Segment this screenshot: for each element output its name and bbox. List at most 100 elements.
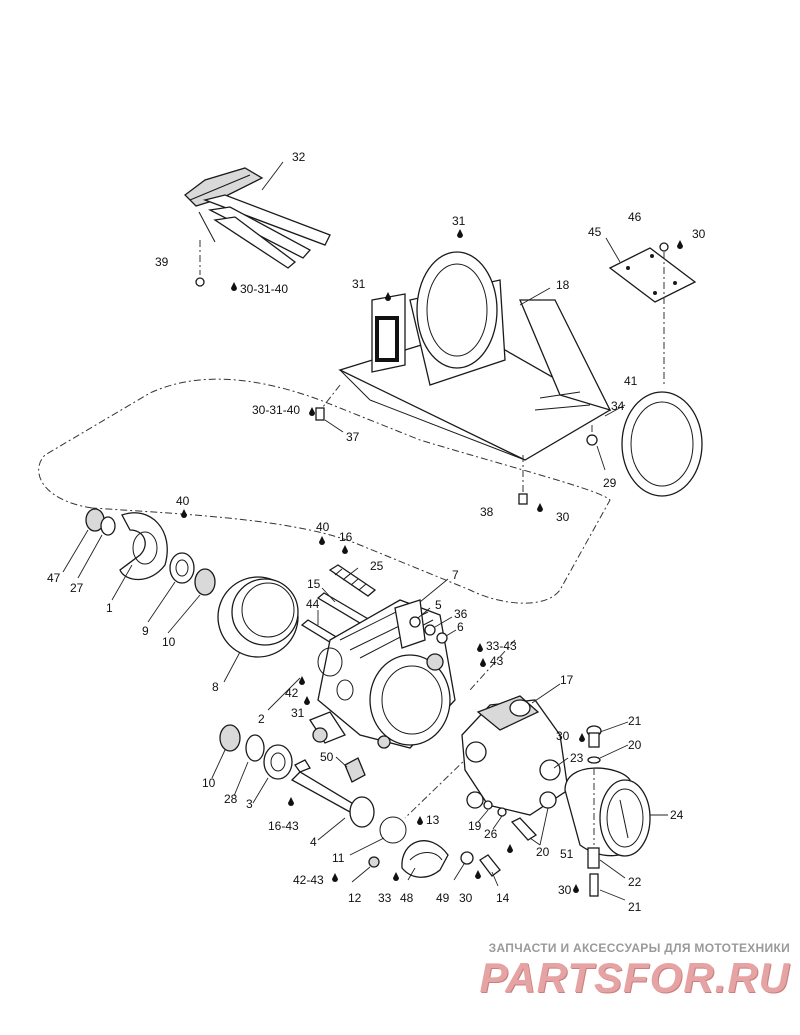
callout-32: 32 (292, 150, 306, 164)
callout-26: 26 (484, 827, 498, 841)
drop-icon (288, 797, 294, 806)
part-38-bolt (518, 493, 528, 505)
callout-33-43: 33-43 (486, 639, 517, 653)
drop-icon (507, 844, 513, 853)
part-10-needle-bearing-lower (219, 724, 241, 752)
callout-23: 23 (570, 751, 584, 765)
callout-30: 30 (556, 510, 570, 524)
callout-17: 17 (560, 673, 574, 687)
callout-42-43: 42-43 (293, 873, 324, 887)
part-28-spacer (245, 734, 265, 762)
drop-icon (304, 696, 310, 705)
drop-icon (573, 884, 579, 893)
part-48-cap (401, 840, 449, 878)
part-1-impeller-cover (119, 512, 168, 581)
part-9-bearing (169, 552, 195, 584)
callout-51: 51 (560, 847, 574, 861)
drop-icon (385, 292, 391, 301)
callout-30-31-40: 30-31-40 (252, 403, 300, 417)
part-49-washer (460, 851, 474, 865)
callout-45: 45 (588, 225, 602, 239)
part-21-bolt-lower (589, 873, 599, 897)
callout-13: 13 (426, 813, 440, 827)
callout-24: 24 (670, 808, 684, 822)
part-39-screw (195, 277, 205, 287)
drop-icon (309, 407, 315, 416)
callout-22: 22 (628, 875, 642, 889)
callout-3: 3 (246, 797, 253, 811)
callout-43: 43 (490, 654, 504, 668)
callout-30-31-40: 30-31-40 (240, 282, 288, 296)
callout-1: 1 (106, 601, 113, 615)
callout-33: 33 (378, 891, 392, 905)
part-37-bolt (315, 407, 325, 421)
callout-36: 36 (454, 607, 468, 621)
drop-icon (475, 870, 481, 879)
callout-30: 30 (692, 227, 706, 241)
part-20-bolt (510, 817, 538, 841)
callout-40: 40 (176, 494, 190, 508)
callout-16: 16 (339, 530, 353, 544)
sealant-drop-markers (181, 229, 683, 893)
callout-49: 49 (436, 891, 450, 905)
callout-44: 44 (306, 597, 320, 611)
callout-8: 8 (212, 680, 219, 694)
callout-42: 42 (285, 686, 299, 700)
callout-40: 40 (316, 520, 330, 534)
part-27-ring (100, 516, 116, 536)
drop-icon (457, 229, 463, 238)
callout-30: 30 (459, 891, 473, 905)
callout-18: 18 (556, 278, 570, 292)
callout-6: 6 (457, 620, 464, 634)
callout-27: 27 (70, 581, 84, 595)
callout-31: 31 (352, 277, 366, 291)
callout-10: 10 (162, 635, 176, 649)
drop-icon (181, 509, 187, 518)
part-46-screw (659, 242, 669, 252)
callout-14: 14 (496, 891, 510, 905)
callout-20: 20 (628, 738, 642, 752)
callout-46: 46 (628, 210, 642, 224)
callout-25: 25 (370, 559, 384, 573)
drop-icon (332, 873, 338, 882)
callout-48: 48 (400, 891, 414, 905)
drop-icon (480, 658, 486, 667)
callout-34: 34 (611, 399, 625, 413)
drop-icon (477, 643, 483, 652)
drop-icon (231, 282, 237, 291)
callout-29: 29 (603, 476, 617, 490)
part-26-washer (497, 807, 507, 817)
part-50-nut (344, 757, 366, 783)
part-45-plate (608, 247, 697, 303)
part-31-seal-ring-upper (416, 251, 498, 369)
callout-37: 37 (346, 430, 360, 444)
callout-7: 7 (452, 568, 459, 582)
callout-41: 41 (624, 374, 638, 388)
watermark-tagline: ЗАПЧАСТИ И АКСЕССУАРЫ ДЛЯ МОТОТЕХНИКИ (488, 941, 790, 955)
watermark-logo: PARTSFOR.RU (479, 954, 790, 1001)
drop-icon (537, 503, 543, 512)
part-10-needle-bearing (194, 568, 216, 596)
drop-icon (299, 676, 305, 685)
callout-20: 20 (536, 845, 550, 859)
callout-28: 28 (224, 792, 238, 806)
part-8-wear-ring (217, 576, 299, 658)
part-21-bolt-upper (588, 732, 600, 748)
callout-4: 4 (310, 835, 317, 849)
part-36-washer (424, 624, 436, 636)
callout-21: 21 (628, 714, 642, 728)
callout-10: 10 (202, 776, 216, 790)
pump-housing (309, 599, 456, 749)
part-22-sleeve (587, 847, 600, 869)
callout-31: 31 (291, 706, 305, 720)
callout-19: 19 (468, 819, 482, 833)
callout-30: 30 (558, 883, 572, 897)
part-17-venturi (461, 695, 569, 816)
part-24-nozzle (564, 767, 651, 857)
drop-icon (579, 733, 585, 742)
drop-icon (417, 816, 423, 825)
callout-15: 15 (307, 577, 321, 591)
part-6-nut (436, 632, 448, 644)
drop-icon (677, 240, 683, 249)
